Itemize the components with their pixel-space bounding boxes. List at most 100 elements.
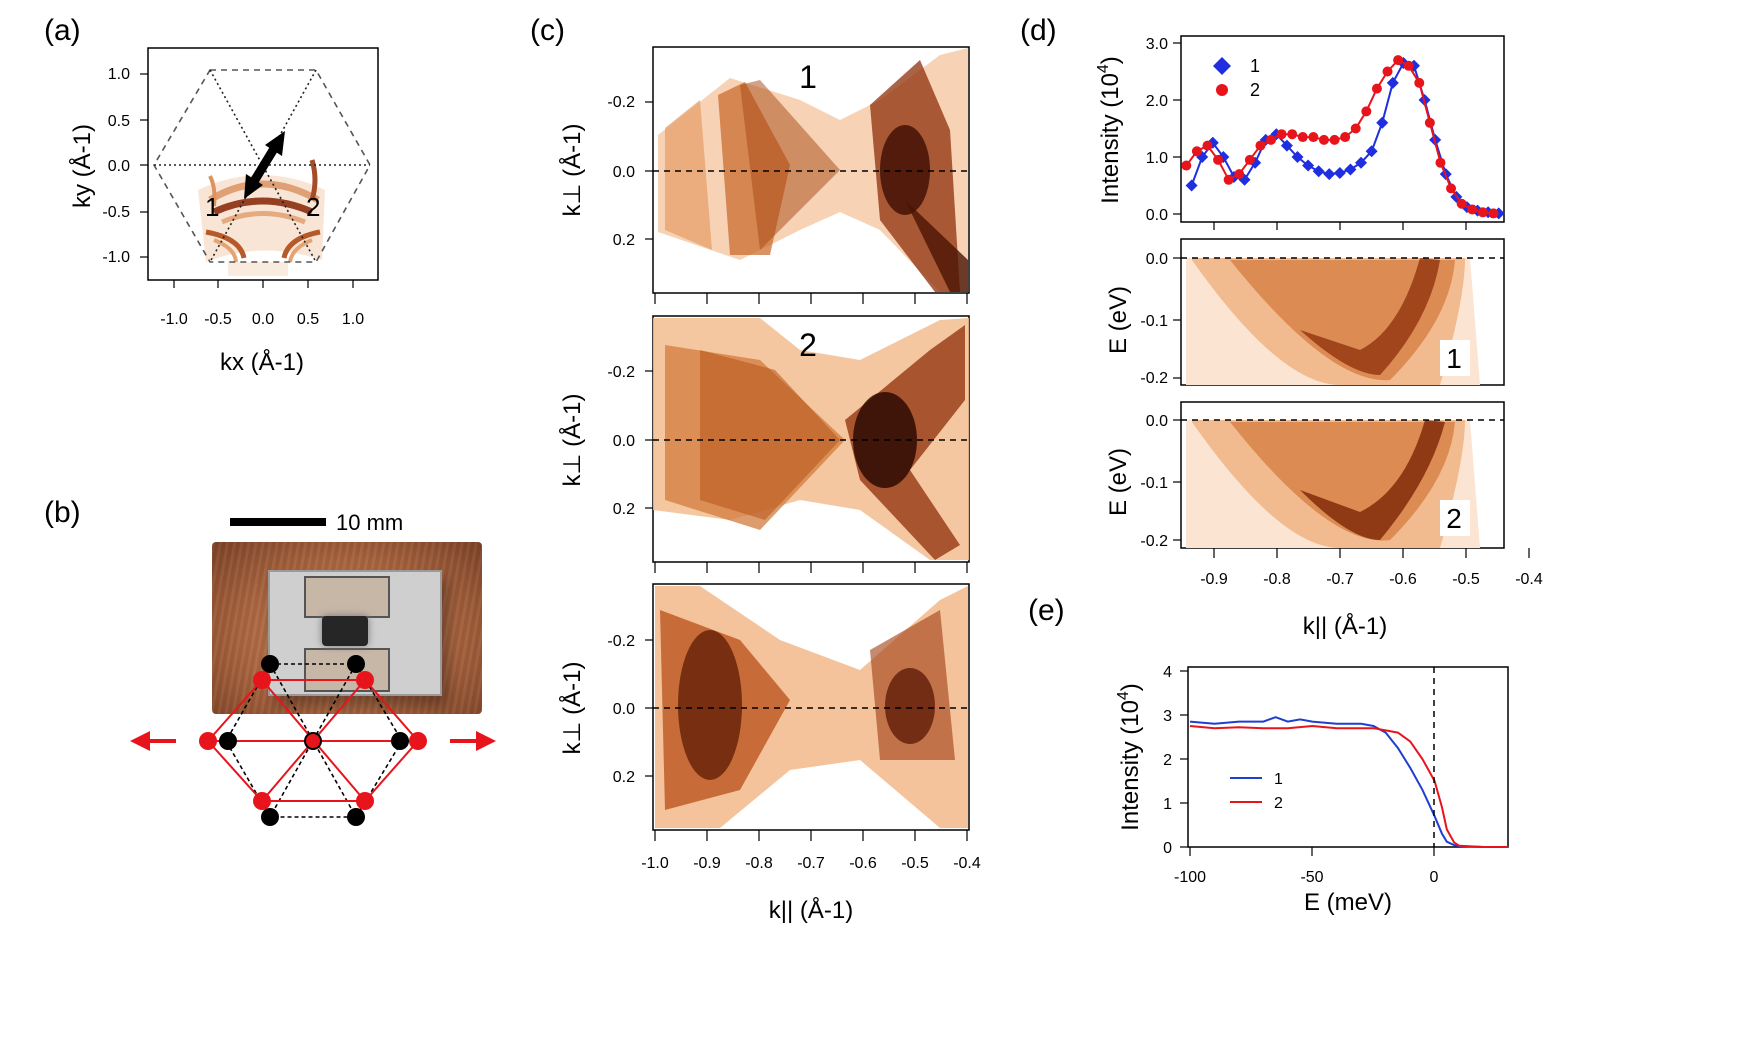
mdc-point-2 [1297, 132, 1308, 143]
svg-text:0.2: 0.2 [613, 769, 635, 786]
dispersion-y-ticks: 0.0 -0.1 -0.2 0.0 -0.1 -0.2 [1140, 251, 1168, 550]
panel-a-xlabel: kx (Å-1) [220, 348, 304, 376]
edc-plot-frame [1187, 666, 1509, 848]
mdc-point-2 [1340, 132, 1351, 143]
mdc-marks [1181, 55, 1505, 220]
mdc-point-2 [1234, 169, 1245, 180]
svg-text:-0.5: -0.5 [204, 311, 232, 328]
edc-legend: 1 2 [1230, 771, 1283, 812]
scale-bar-label: 10 mm [336, 510, 403, 535]
mdc-point-1 [1365, 145, 1378, 158]
mdc-point-2 [1350, 123, 1361, 134]
dispersion-map-2-label: 2 [1446, 503, 1462, 534]
zone-diagonals [154, 69, 370, 263]
edc-legend-label-1: 1 [1274, 771, 1283, 788]
panel-a-fermi-surface: 1 2 1.0 0.5 0.0 -0.5 -1.0 -1.0 -0.5 0.0 … [68, 47, 379, 376]
edc-legend-label-2: 2 [1274, 795, 1283, 812]
svg-text:1.0: 1.0 [1146, 150, 1168, 167]
mdc-point-2 [1329, 134, 1340, 145]
mdc-y-ticks: 3.0 2.0 1.0 0.0 [1146, 36, 1168, 224]
mdc-point-1 [1302, 159, 1315, 172]
edc-xlabel: E (meV) [1304, 889, 1392, 916]
tensile-arrows [130, 731, 496, 751]
mdc-point-2 [1393, 55, 1404, 66]
svg-text:0: 0 [1430, 869, 1439, 886]
dispersion-xlabel: k|| (Å-1) [1303, 612, 1387, 640]
svg-text:0.0: 0.0 [613, 701, 635, 718]
mdc-point-1 [1376, 116, 1389, 129]
mdc-point-2 [1244, 154, 1255, 165]
panel-c-y-ticks: -0.2 0.0 0.2 -0.2 0.0 0.2 -0.2 0.0 0.2 [607, 94, 635, 786]
kmap-2: 2 [652, 315, 970, 563]
mdc-point-2 [1287, 129, 1298, 140]
dispersion-map-2: 2 [1180, 401, 1505, 549]
svg-text:-0.5: -0.5 [102, 204, 130, 221]
dispersion-x-ticks: -0.9 -0.8 -0.7 -0.6 -0.5 -0.4 [1200, 571, 1543, 588]
svg-text:3: 3 [1163, 708, 1172, 725]
svg-text:-1.0: -1.0 [102, 249, 130, 266]
svg-text:-0.2: -0.2 [607, 633, 635, 650]
svg-text:1: 1 [1163, 796, 1172, 813]
mdc-point-2 [1181, 160, 1192, 171]
svg-text:-0.6: -0.6 [849, 855, 877, 872]
svg-text:-1.0: -1.0 [160, 311, 188, 328]
svg-text:0.0: 0.0 [252, 311, 274, 328]
svg-text:-0.1: -0.1 [1140, 475, 1168, 492]
mdc-point-1 [1323, 168, 1336, 181]
kmap-1: 1 [652, 46, 970, 294]
svg-text:-0.4: -0.4 [953, 855, 981, 872]
panel-label-a: (a) [44, 14, 81, 47]
svg-text:-0.5: -0.5 [1452, 571, 1480, 588]
mdc-point-2 [1424, 117, 1435, 128]
panel-label-e: (e) [1028, 594, 1065, 627]
svg-text:-0.9: -0.9 [1200, 571, 1228, 588]
scale-bar: 10 mm [230, 510, 403, 535]
edc-ylabel: Intensity (104) [1115, 683, 1144, 831]
panel-label-c: (c) [530, 14, 565, 47]
panel-d-intensity-and-dispersion: 1 2 3.0 2.0 1.0 0.0 Intensity (104) 1 2 … [1095, 35, 1543, 640]
mdc-point-2 [1361, 106, 1372, 117]
svg-text:2: 2 [1163, 752, 1172, 769]
mdc-legend: 1 2 [1213, 56, 1260, 100]
mdc-point-2 [1414, 77, 1425, 88]
svg-text:-0.8: -0.8 [745, 855, 773, 872]
svg-text:4: 4 [1163, 664, 1172, 681]
svg-text:0: 0 [1163, 840, 1172, 857]
kmap-1-label: 1 [799, 59, 817, 95]
svg-text:-0.8: -0.8 [1263, 571, 1291, 588]
dispersion-map-1-label: 1 [1446, 343, 1462, 374]
strained-atoms [199, 671, 427, 810]
svg-text:0.0: 0.0 [1146, 251, 1168, 268]
svg-text:0.0: 0.0 [108, 158, 130, 175]
svg-text:-0.6: -0.6 [1389, 571, 1417, 588]
mdc-point-2 [1477, 207, 1488, 218]
dispersion-ylabel-1: E (eV) [1105, 286, 1132, 354]
svg-text:0.0: 0.0 [613, 164, 635, 181]
mdc-point-2 [1223, 174, 1234, 185]
mdc-point-2 [1191, 146, 1202, 157]
svg-text:-0.2: -0.2 [607, 94, 635, 111]
mdc-point-1 [1185, 179, 1198, 192]
svg-text:-0.1: -0.1 [1140, 313, 1168, 330]
mdc-point-1 [1280, 139, 1293, 152]
mdc-point-1 [1312, 165, 1325, 178]
panel-c-xlabel: k|| (Å-1) [769, 896, 853, 924]
kmap-3 [652, 583, 970, 831]
mdc-point-1 [1355, 156, 1368, 169]
svg-text:-0.5: -0.5 [901, 855, 929, 872]
svg-text:0.0: 0.0 [1146, 413, 1168, 430]
svg-text:2.0: 2.0 [1146, 93, 1168, 110]
svg-text:0.5: 0.5 [108, 113, 130, 130]
svg-text:-50: -50 [1300, 869, 1323, 886]
mdc-point-1 [1344, 163, 1357, 176]
panel-label-b: (b) [44, 496, 81, 529]
svg-text:0.0: 0.0 [613, 433, 635, 450]
mdc-point-2 [1213, 154, 1224, 165]
mdc-ylabel: Intensity (104) [1095, 56, 1124, 204]
mdc-point-2 [1276, 129, 1287, 140]
svg-text:-0.7: -0.7 [797, 855, 825, 872]
mdc-point-2 [1371, 83, 1382, 94]
strain-direction-arrow [244, 131, 285, 199]
svg-text:-0.9: -0.9 [693, 855, 721, 872]
